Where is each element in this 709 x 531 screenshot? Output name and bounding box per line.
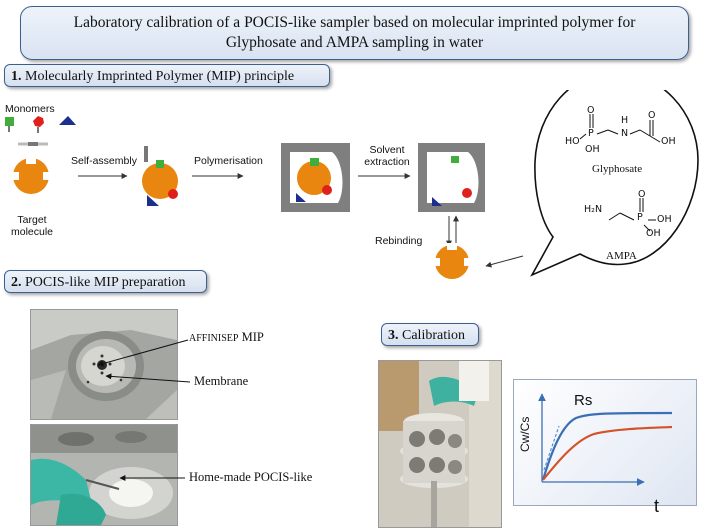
glyphosate-label: Glyphosate [592, 163, 643, 175]
ampa-oh2-label: OH [646, 228, 661, 239]
affinisep-prefix: AFFINISEP [189, 333, 239, 344]
target-line-2: molecule [10, 226, 54, 238]
glyphosate-structure [579, 114, 661, 143]
gly-o2-label: O [648, 110, 656, 121]
section-3-label: Calibration [402, 328, 465, 343]
gly-oh-label: OH [585, 144, 600, 155]
gly-o-label: O [587, 105, 595, 116]
home-made-pocis-photo [30, 424, 178, 526]
affinisep-mip-label: AFFINISEP MIP [189, 330, 264, 345]
gly-p-label: P [588, 128, 594, 139]
ampa-structure [608, 198, 656, 232]
chart-rs-label: Rs [574, 392, 593, 409]
callout-pointer-arrow [485, 255, 524, 268]
free-target-molecule-icon [433, 243, 471, 279]
solvent-line-1: Solvent [369, 144, 405, 156]
section-1-label: Molecularly Imprinted Polymer (MIP) prin… [25, 69, 295, 84]
title-line-2: Glyphosate and AMPA sampling in water [225, 34, 484, 51]
calibration-setup-drawing [379, 361, 501, 527]
gly-h-label: H [621, 115, 629, 126]
mip-principle-diagram [5, 90, 699, 279]
section-2-number: 2. [11, 275, 22, 290]
ampa-p-label: P [637, 212, 643, 223]
molecule-callout-bubble [530, 90, 699, 277]
gly-n-label: N [621, 128, 629, 139]
target-molecule-label: Target molecule [10, 214, 54, 238]
membrane-label: Membrane [194, 374, 249, 388]
solvent-extraction-label: Solvent extraction [362, 144, 412, 168]
chart-blue-curve [541, 411, 673, 481]
gly-oh2-label: OH [661, 136, 676, 147]
section-3-header: 3. Calibration [381, 323, 479, 346]
affinisep-suffix: MIP [241, 330, 264, 344]
home-made-pocis-label: Home-made POCIS-like [189, 470, 313, 484]
calibration-curve-chart: Cw/Cs Rs [513, 379, 697, 506]
crosslinker-icon [18, 142, 48, 146]
solvent-line-2: extraction [364, 156, 410, 168]
chart-x-label: t [654, 496, 660, 516]
polymerisation-label: Polymerisation [194, 155, 263, 167]
green-monomer-icon [5, 117, 14, 132]
polymer-block-icon [281, 143, 350, 212]
target-molecule-icon [11, 156, 51, 194]
section-1-number: 1. [11, 69, 22, 84]
chart-red-curve [542, 425, 673, 481]
self-assembly-label: Self-assembly [71, 155, 137, 167]
gly-ho-label: HO [565, 136, 580, 147]
section-3-number: 3. [388, 328, 399, 343]
section-2-label: POCIS-like MIP preparation [25, 275, 186, 290]
mip-disc-drawing [31, 310, 177, 419]
target-line-1: Target [17, 214, 47, 226]
monomers-label: Monomers [5, 103, 55, 115]
ampa-o-label: O [638, 189, 646, 200]
chart-tangent-line [543, 425, 560, 471]
section-2-header: 2. POCIS-like MIP preparation [4, 270, 207, 293]
ampa-h2n-label: H₂N [584, 204, 603, 215]
ampa-label: AMPA [606, 250, 637, 262]
pre-complex-icon [142, 146, 178, 206]
section-1-header: 1. Molecularly Imprinted Polymer (MIP) p… [4, 64, 330, 87]
home-made-pocis-drawing [31, 425, 177, 525]
imprinted-cavity-icon [418, 143, 485, 212]
rebinding-label: Rebinding [375, 235, 423, 247]
calibration-curve-svg [538, 393, 673, 486]
calibration-setup-photo [378, 360, 502, 528]
ampa-oh1-label: OH [657, 214, 672, 225]
red-monomer-icon [33, 116, 44, 133]
blue-monomer-icon [59, 116, 76, 125]
title-line-1: Laboratory calibration of a POCIS-like s… [73, 14, 636, 31]
page-title: Laboratory calibration of a POCIS-like s… [20, 6, 689, 60]
chart-y-label: Cw/Cs [518, 416, 532, 452]
